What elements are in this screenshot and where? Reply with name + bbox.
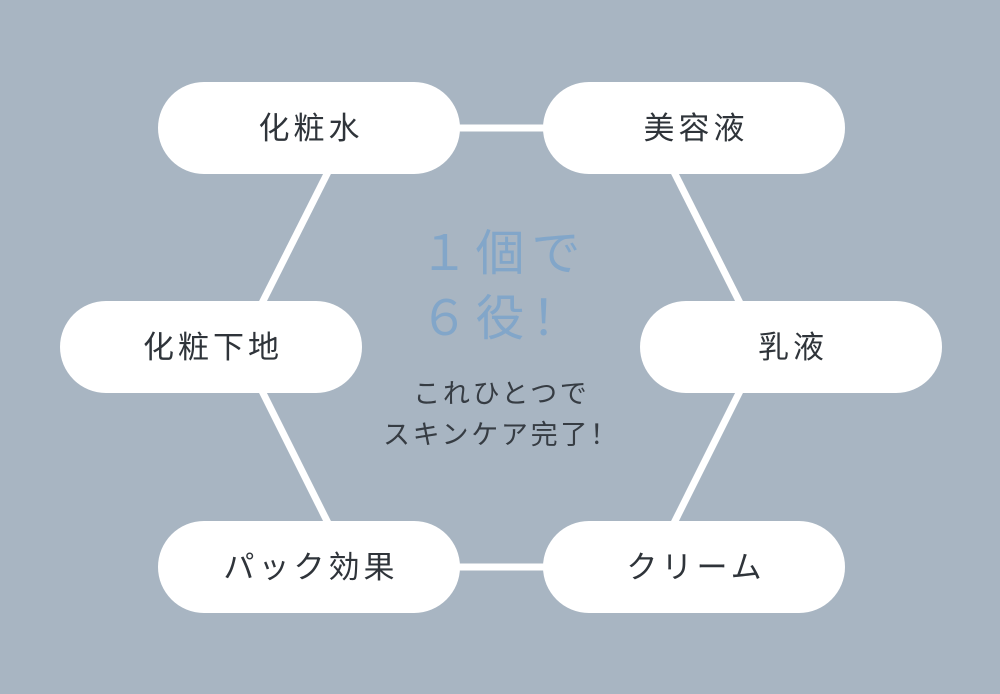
node-lotion[interactable]: 化粧水	[158, 82, 460, 174]
node-cream[interactable]: クリーム	[543, 521, 845, 613]
node-label-emulsion: 乳液	[757, 329, 829, 365]
node-emulsion[interactable]: 乳液	[640, 301, 942, 393]
node-makeup-base[interactable]: 化粧下地	[60, 301, 362, 393]
node-label-pack-effect: パック効果	[223, 549, 399, 585]
connector-serum-to-emulsion	[668, 166, 746, 309]
node-label-lotion: 化粧水	[258, 110, 364, 146]
node-label-makeup-base: 化粧下地	[142, 329, 284, 365]
node-label-serum: 美容液	[643, 110, 749, 146]
connector-emulsion-to-cream	[668, 385, 746, 529]
connector-lotion-to-makeup-base	[256, 166, 334, 309]
connector-makeup-base-to-pack	[256, 385, 334, 529]
node-serum[interactable]: 美容液	[543, 82, 845, 174]
node-pack-effect[interactable]: パック効果	[158, 521, 460, 613]
node-label-cream: クリーム	[626, 549, 766, 585]
